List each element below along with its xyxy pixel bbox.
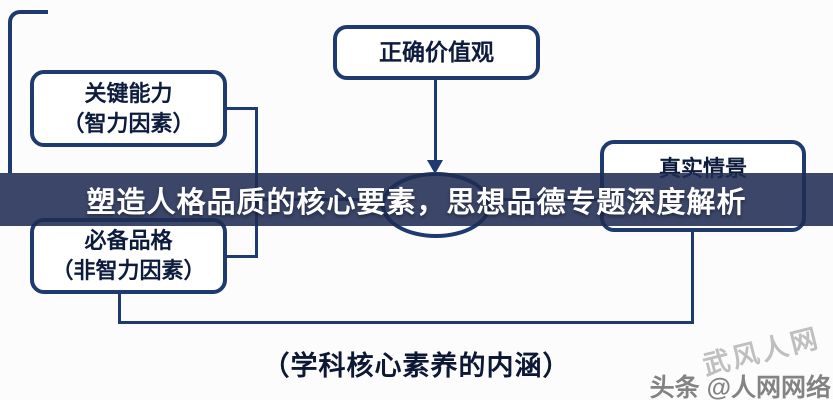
box-key-abilities-line1: 关键能力 [84, 80, 173, 106]
box-correct-values: 正确价值观 [333, 25, 540, 80]
watermark-credit: 头条 @人网网络 [649, 374, 831, 400]
headline-banner: 塑造人格品质的核心要素，思想品德专题深度解析 [0, 173, 833, 226]
box-key-abilities-line2: （智力因素） [62, 110, 195, 136]
box-essential-character: 必备品格 （非智力因素） [30, 218, 227, 294]
box-key-abilities: 关键能力 （智力因素） [30, 70, 227, 147]
arrow-down-icon [427, 160, 443, 174]
box-essential-character-line2: （非智力因素） [51, 258, 206, 283]
connector-bottom-h [118, 321, 694, 324]
headline-banner-text: 塑造人格品质的核心要素，思想品德专题深度解析 [86, 186, 747, 219]
box-correct-values-label: 正确价值观 [379, 38, 494, 65]
connector-bottom-right-v [691, 232, 694, 324]
box-essential-character-line1: 必备品格 [84, 228, 173, 254]
connector-character-h [226, 255, 258, 258]
diagram-caption: （学科核心素养的内涵） [262, 351, 571, 381]
container-border-left [8, 10, 48, 173]
connector-bottom-left-v [118, 294, 121, 324]
connector-top-arrow-shaft [434, 79, 437, 162]
connector-keyabilities-h [226, 107, 258, 110]
